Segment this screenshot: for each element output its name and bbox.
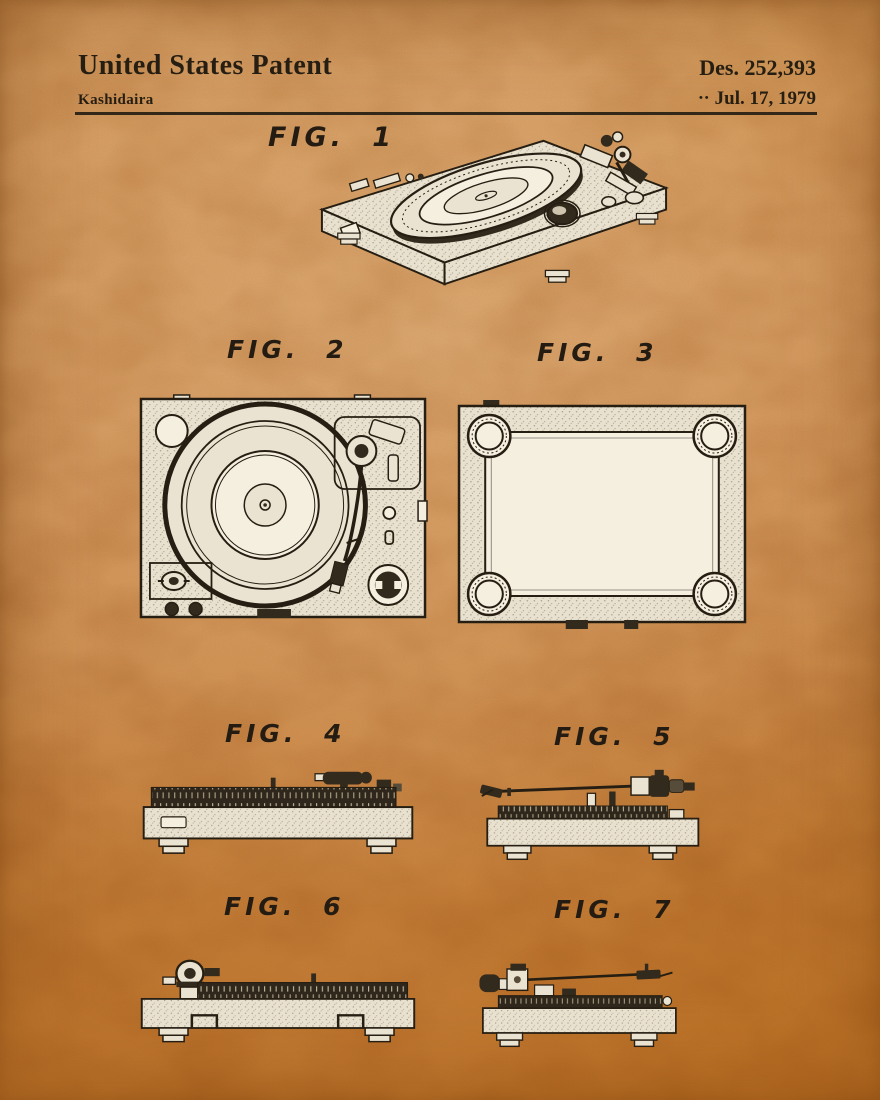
deck-parts xyxy=(497,995,663,1009)
spindle xyxy=(270,777,276,788)
platter-top xyxy=(162,401,368,609)
tonearm-side xyxy=(480,769,695,807)
feet xyxy=(158,837,397,854)
feet xyxy=(495,1032,658,1048)
fig2-turntable-top-view-drawing xyxy=(139,394,428,619)
inventor-name: Kashidaira xyxy=(78,92,154,108)
patent-date: ••Jul. 17, 1979 xyxy=(699,88,816,110)
foot-circles xyxy=(466,413,738,617)
plinth xyxy=(486,817,700,847)
left-controls xyxy=(348,172,424,193)
adapter-holder xyxy=(154,414,189,448)
fig1-label: FIG. 1 xyxy=(268,122,396,153)
power-switch xyxy=(160,816,187,829)
rear-connector xyxy=(662,995,673,1007)
fig2-label: FIG. 2 xyxy=(227,335,348,364)
plinth xyxy=(482,1007,677,1034)
fig1-turntable-perspective-drawing xyxy=(319,131,669,286)
fig4-turntable-front-view-drawing xyxy=(142,771,414,854)
cue-button xyxy=(382,506,397,520)
front-tab xyxy=(257,609,291,618)
tonearm-top xyxy=(328,416,421,595)
rear-connector xyxy=(668,808,685,820)
tonearm-assembly xyxy=(579,131,648,205)
patent-title: United States Patent xyxy=(78,50,333,81)
deck-parts xyxy=(497,805,668,820)
fig7-label: FIG. 7 xyxy=(554,895,675,924)
fig6-turntable-rear-view-drawing xyxy=(140,959,416,1043)
edge-tab xyxy=(483,400,500,407)
fig4-label: FIG. 4 xyxy=(225,719,346,748)
platter-edge xyxy=(197,982,409,1000)
plinth xyxy=(140,998,416,1029)
feet xyxy=(158,1027,395,1043)
fig3-turntable-bottom-view-drawing xyxy=(457,400,747,629)
side-tab xyxy=(417,500,428,522)
plinth xyxy=(142,806,414,840)
bottom-panel-inner-line xyxy=(490,437,714,591)
header-rule xyxy=(75,112,817,115)
platter-edge xyxy=(150,786,397,808)
fig5-turntable-side-view-drawing xyxy=(480,769,700,861)
hinge-recess xyxy=(336,1014,365,1028)
edge-tab xyxy=(565,620,588,629)
anti-skate xyxy=(384,530,395,545)
hinge-recess xyxy=(190,1014,219,1028)
fig7-turntable-side-view-drawing xyxy=(479,963,677,1048)
tonearm-side xyxy=(479,963,673,997)
date-marker: •• xyxy=(698,92,711,104)
speed-knob xyxy=(543,196,617,228)
fig5-label: FIG. 5 xyxy=(554,722,675,751)
edge-tab xyxy=(624,620,639,629)
bottom-panel xyxy=(484,431,720,597)
platter xyxy=(389,152,583,244)
patent-number: Des. 252,393 xyxy=(699,55,816,80)
power-knob xyxy=(367,564,410,606)
control-panel xyxy=(149,562,213,617)
spindle xyxy=(311,973,317,983)
feet xyxy=(502,845,678,861)
fig3-label: FIG. 3 xyxy=(537,338,658,367)
date-text: Jul. 17, 1979 xyxy=(714,88,816,109)
fig6-label: FIG. 6 xyxy=(224,892,345,921)
